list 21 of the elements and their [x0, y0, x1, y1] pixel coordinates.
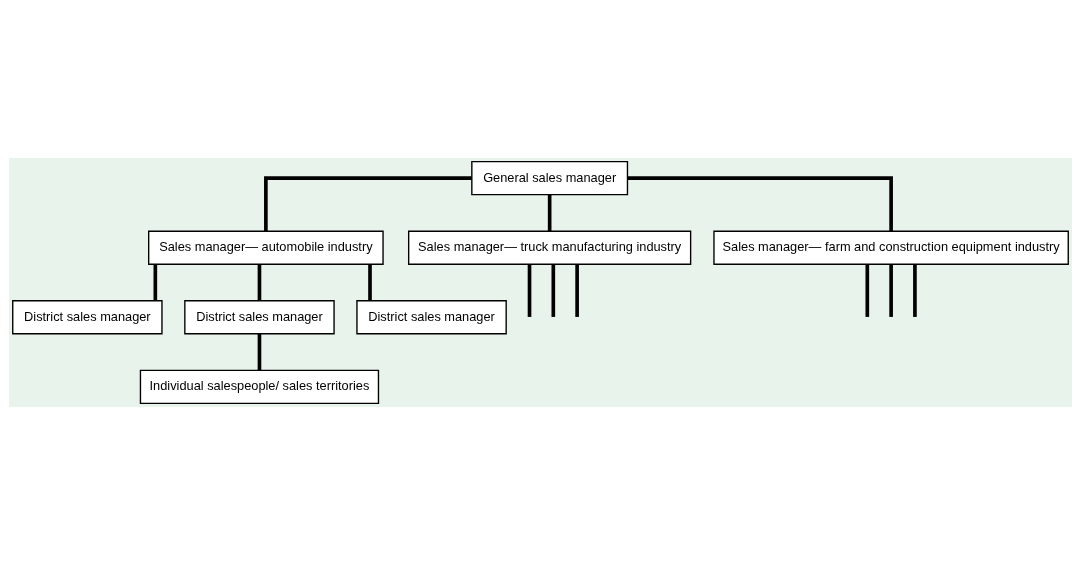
node-box: Sales manager— automobile industry [148, 230, 384, 265]
connector [913, 264, 917, 317]
connector [547, 194, 552, 232]
connector [627, 176, 893, 232]
connector [865, 264, 870, 317]
connector [153, 264, 158, 301]
connector [889, 264, 893, 317]
node-box: District sales manager [184, 300, 335, 335]
connector [551, 264, 556, 317]
connector [368, 264, 372, 301]
node-box: District sales manager [12, 300, 163, 335]
node-box: General sales manager [471, 160, 629, 196]
connector [257, 333, 262, 371]
connector [264, 176, 472, 232]
node-box: District sales manager [356, 300, 507, 335]
connector [527, 264, 532, 317]
connector [575, 264, 579, 317]
node-box: Sales manager— farm and construction equipment industry [713, 230, 1069, 265]
connector [257, 264, 262, 301]
node-box: Sales manager— truck manufacturing industry [408, 230, 692, 265]
node-box: Individual salespeople/ sales territories [139, 369, 380, 405]
